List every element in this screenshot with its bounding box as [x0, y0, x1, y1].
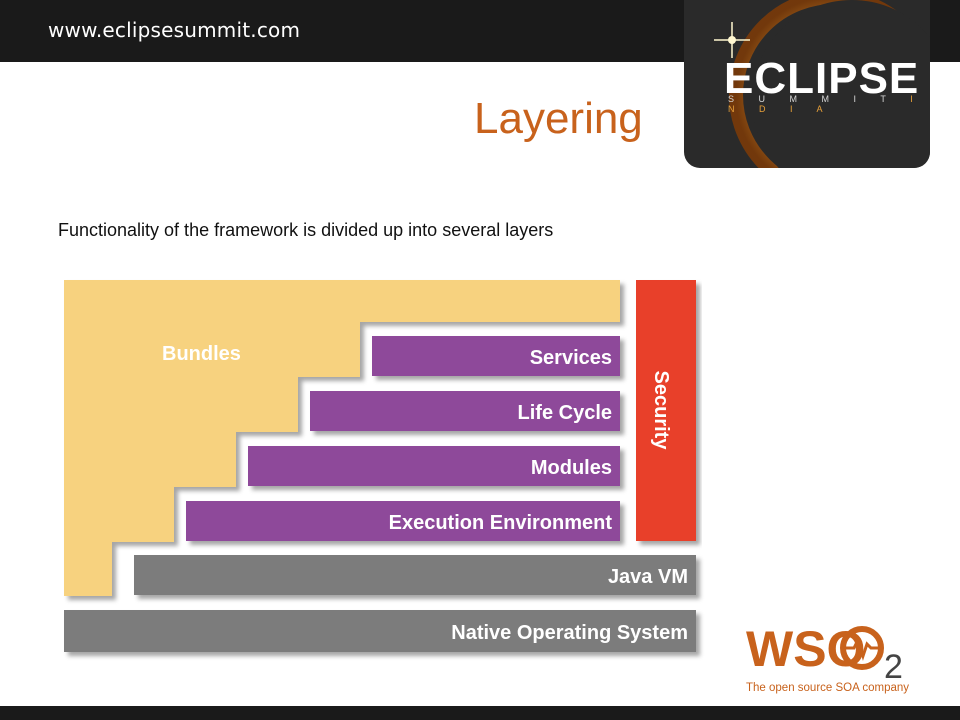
wso2-tagline: The open source SOA company: [746, 682, 910, 694]
modules-label: Modules: [531, 457, 612, 479]
bundles-label: Bundles: [162, 343, 241, 365]
modules-layer: [248, 446, 620, 486]
services-label: Services: [530, 347, 612, 369]
security-label: Security: [650, 371, 672, 451]
native-os-label: Native Operating System: [451, 622, 688, 644]
eclipse-subtitle: S U M M I T I N D I A: [728, 94, 930, 114]
java-vm-label: Java VM: [608, 566, 688, 588]
java-vm-layer: [134, 555, 696, 595]
eclipse-wordmark: ECLIPSE: [724, 54, 920, 103]
slide-body-text: Functionality of the framework is divide…: [58, 220, 554, 240]
slide-title: Layering: [474, 94, 643, 143]
services-layer: [372, 336, 620, 376]
eclipse-subtitle-summit: S U M M I T: [728, 94, 897, 104]
life-cycle-label: Life Cycle: [518, 402, 612, 424]
eclipse-summit-logo: ECLIPSE S U M M I T I N D I A: [684, 0, 930, 168]
execution-environment-layer: [186, 501, 620, 541]
wso2-logo: WSO 2: [746, 621, 903, 686]
bundles-layer: [64, 280, 620, 596]
eclipse-crescent-icon: [714, 0, 930, 168]
native-os-layer: [64, 610, 696, 652]
footer-bar: [0, 706, 960, 720]
eclipse-subtitle-india: I N D I A: [728, 94, 924, 114]
wso2-subscript: 2: [884, 648, 903, 686]
security-layer: [636, 280, 696, 541]
site-url[interactable]: www.eclipsesummit.com: [48, 18, 301, 42]
life-cycle-layer: [310, 391, 620, 431]
execution-environment-label: Execution Environment: [389, 512, 613, 534]
